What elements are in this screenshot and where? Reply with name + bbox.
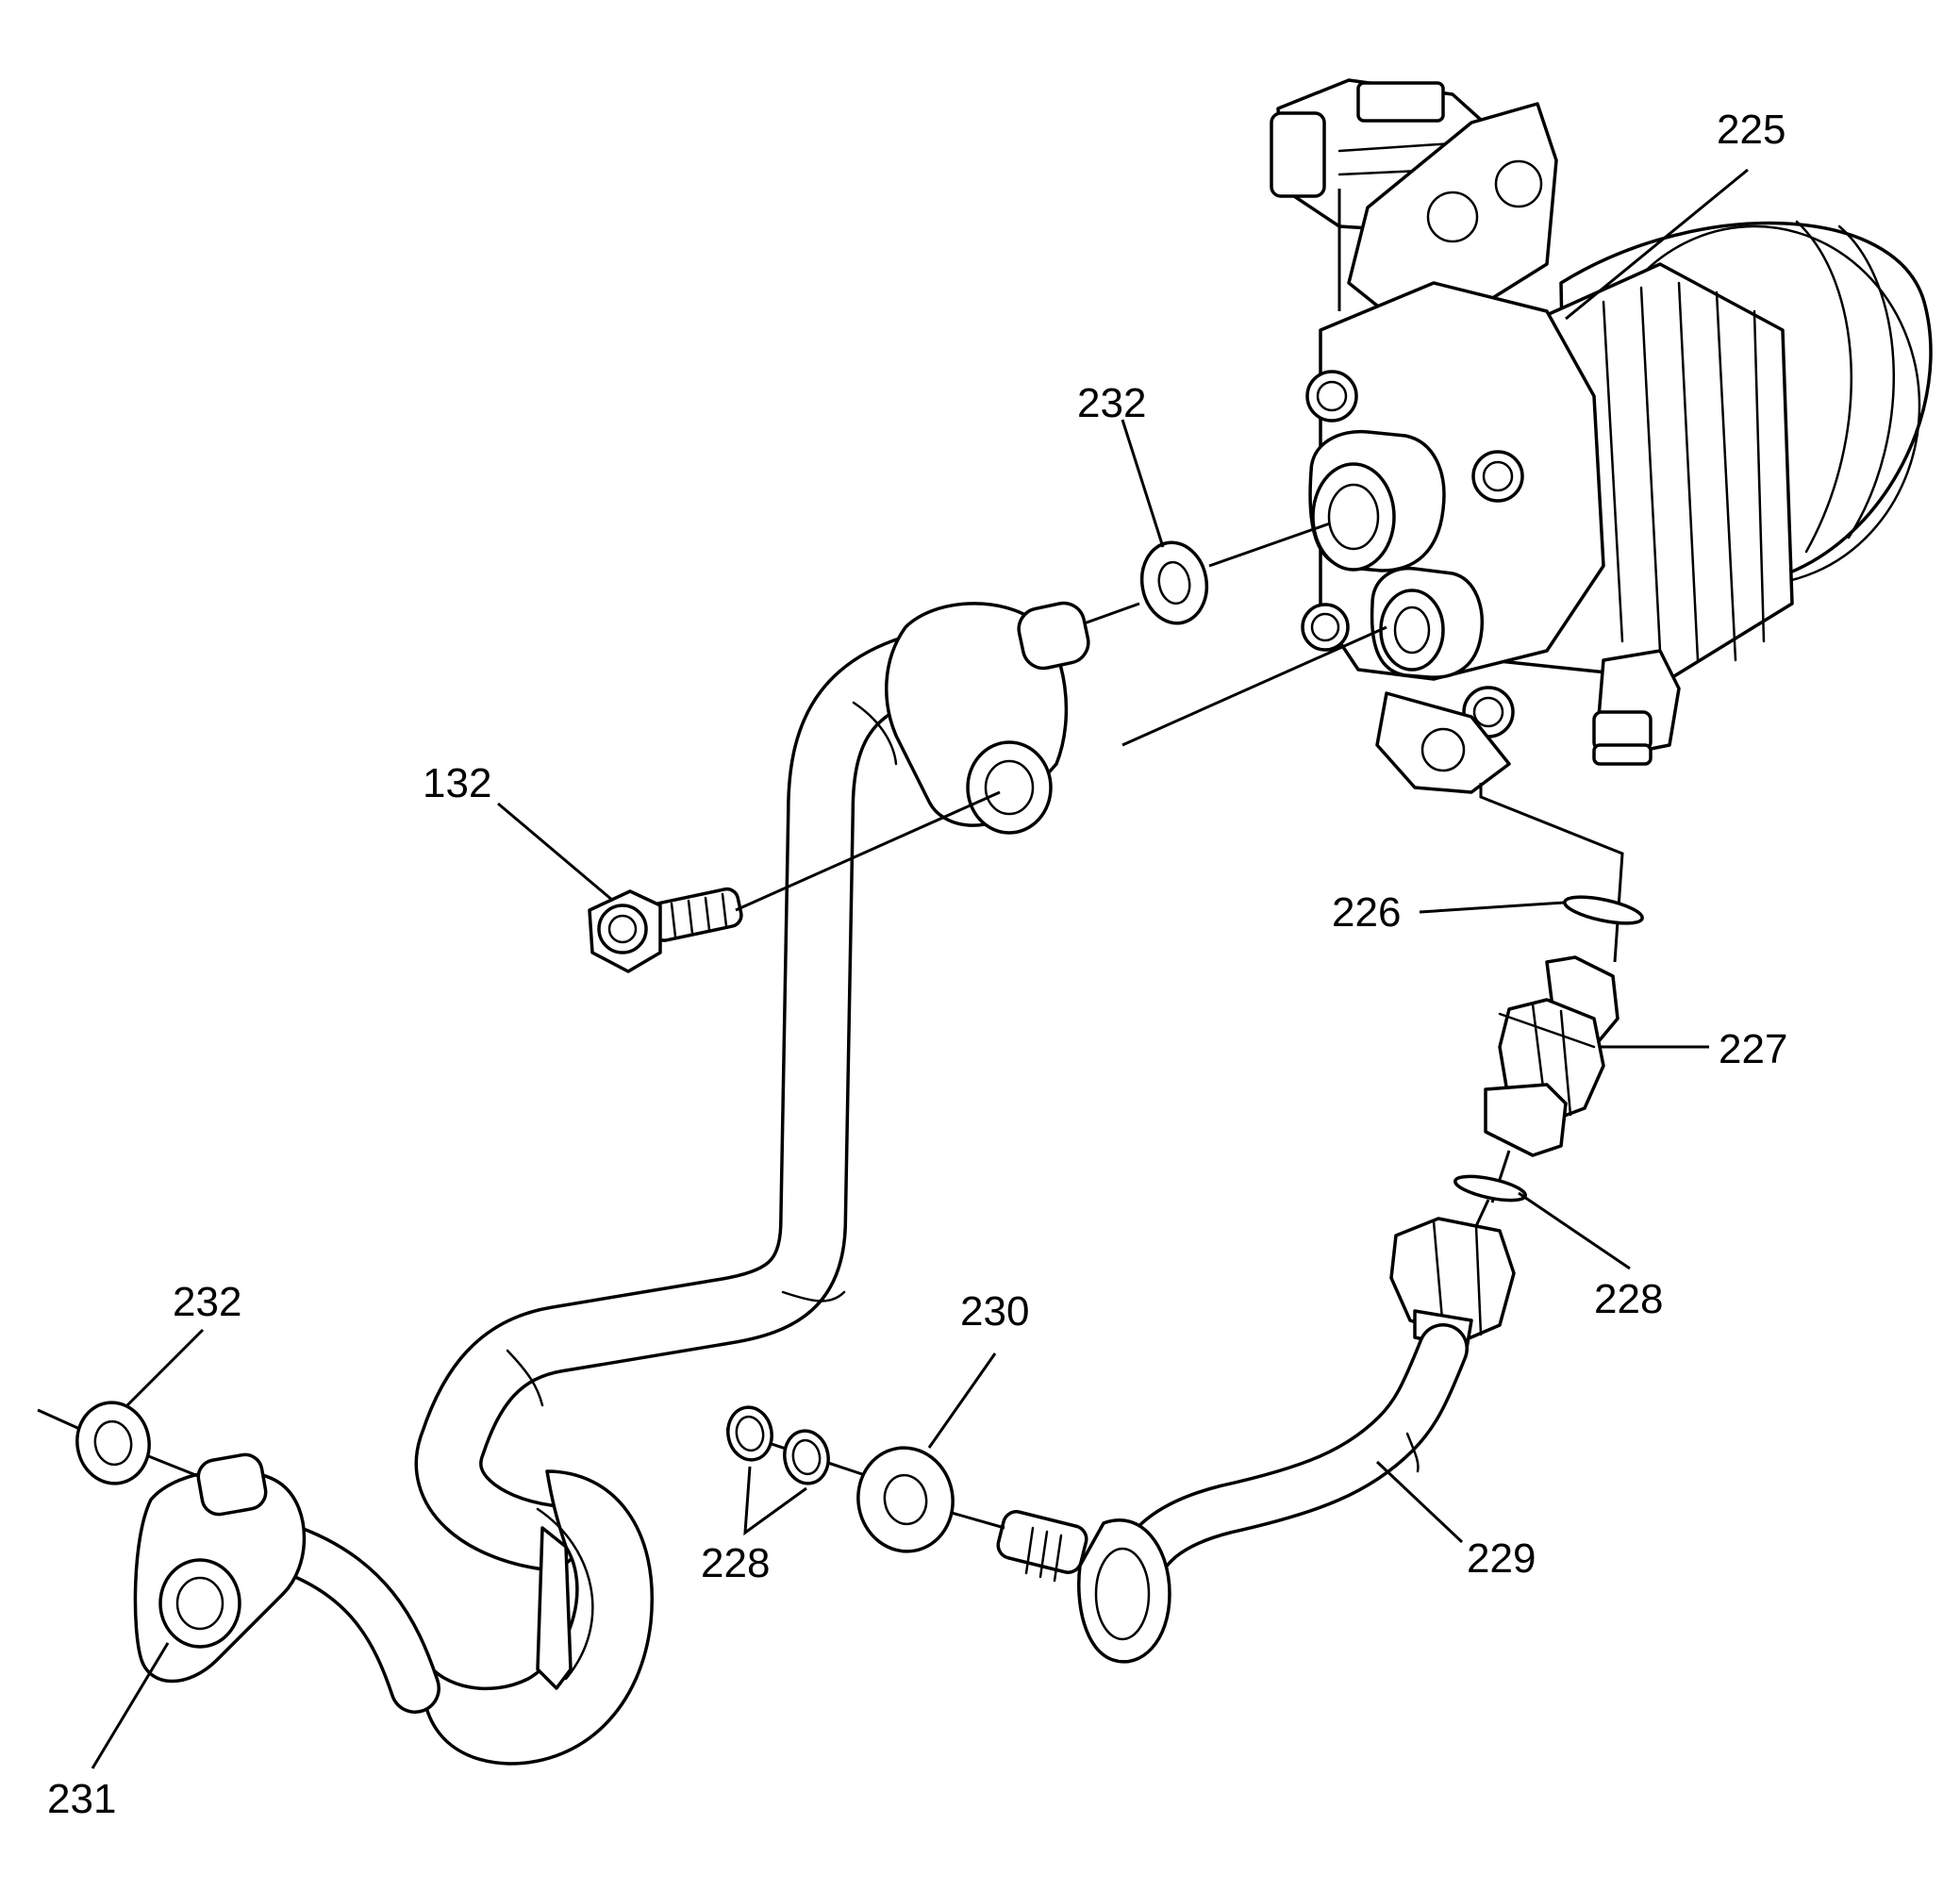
pump-bolt — [1305, 370, 1358, 423]
callout-228-left: 228 — [701, 1540, 770, 1586]
hose-assembly-229 — [996, 1217, 1516, 1664]
leader-232-left — [125, 1328, 205, 1407]
callout-232-top: 232 — [1077, 380, 1146, 426]
leader-229 — [1375, 1460, 1464, 1544]
callout-229: 229 — [1467, 1535, 1536, 1582]
callout-225: 225 — [1717, 107, 1786, 153]
leader-230 — [927, 1352, 997, 1449]
callout-231: 231 — [47, 1776, 116, 1822]
pump-bolt — [1471, 450, 1524, 503]
seal-washer-232-top — [1139, 540, 1209, 625]
washer-230 — [856, 1446, 955, 1553]
pump-assembly-225 — [1270, 78, 1933, 794]
leader-132 — [497, 802, 614, 903]
seal-washer-232-left — [75, 1401, 151, 1485]
leader-231 — [91, 1642, 170, 1769]
leader-225 — [1565, 168, 1749, 321]
leader-232-top — [1121, 419, 1165, 548]
leader-228-right — [1518, 1191, 1631, 1270]
callout-228-right: 228 — [1594, 1276, 1663, 1322]
pressure-hose-231 — [133, 601, 1090, 1766]
callout-232-left: 232 — [173, 1279, 241, 1325]
o-ring-228-right — [1453, 1174, 1527, 1203]
callout-230: 230 — [960, 1288, 1029, 1335]
leader-228-left — [743, 1466, 807, 1536]
leader-226 — [1419, 901, 1565, 914]
callout-227: 227 — [1719, 1026, 1787, 1072]
bolt-132 — [588, 887, 743, 973]
o-rings-228-left — [726, 1405, 830, 1485]
callout-226: 226 — [1332, 889, 1401, 936]
pump-bolt — [1301, 603, 1350, 652]
o-ring-226 — [1563, 895, 1644, 925]
fitting-227 — [1484, 955, 1619, 1157]
callout-132: 132 — [423, 760, 491, 806]
